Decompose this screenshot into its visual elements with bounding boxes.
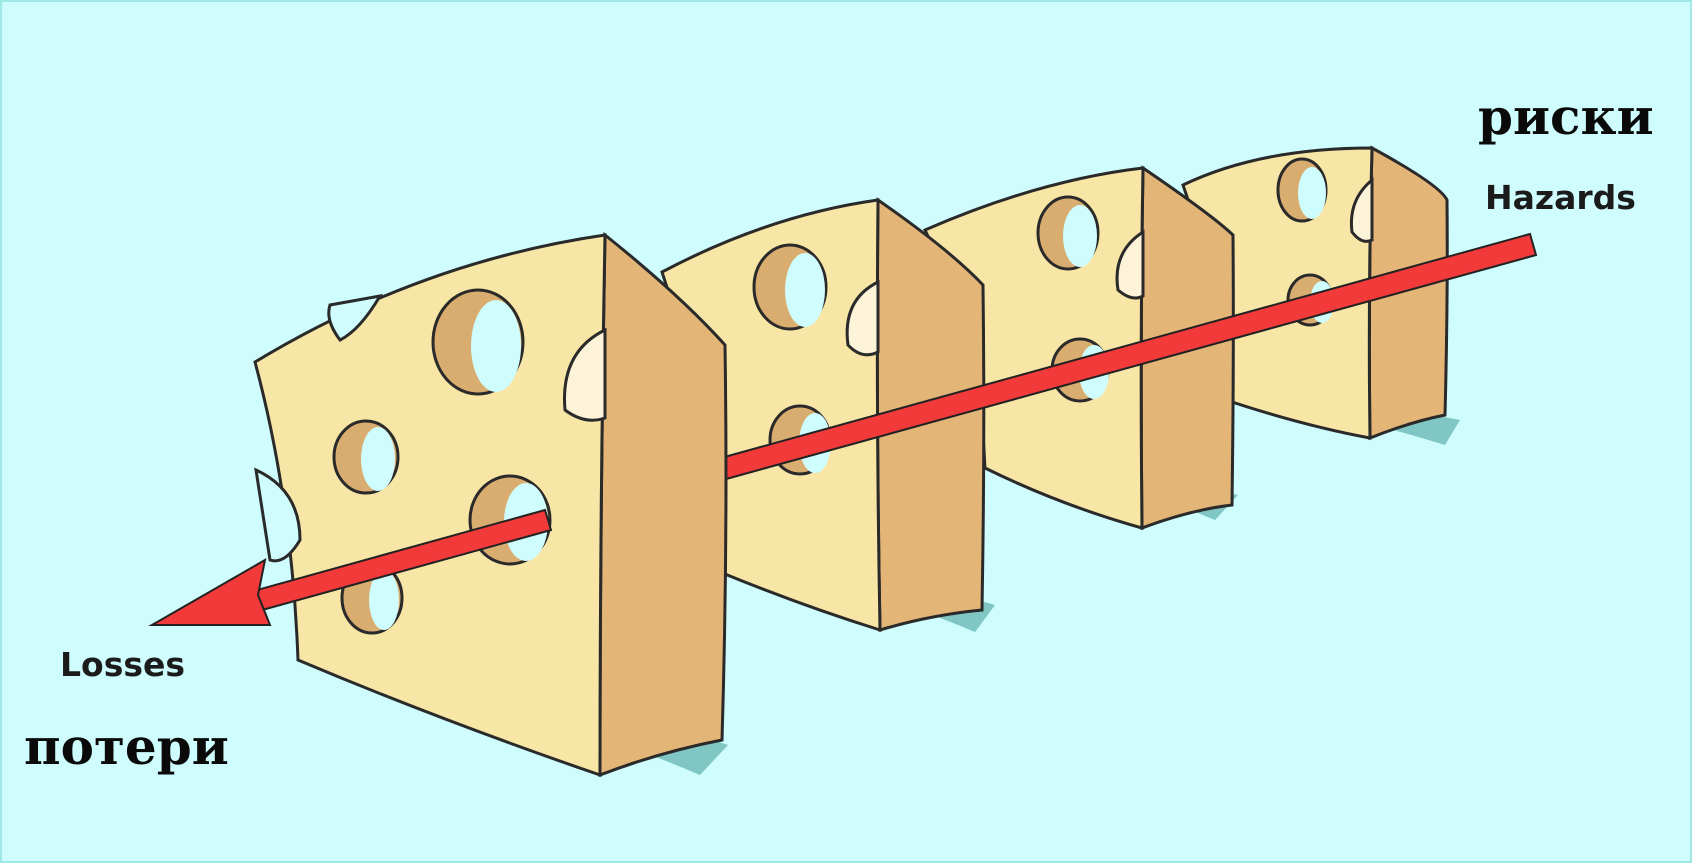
hazards-en-label: Hazards xyxy=(1485,181,1636,214)
hazards-ru-label: риски xyxy=(1478,92,1654,142)
cheese-slice-1 xyxy=(152,235,728,775)
losses-ru-label: потери xyxy=(24,722,229,772)
losses-en-label: Losses xyxy=(60,648,185,681)
